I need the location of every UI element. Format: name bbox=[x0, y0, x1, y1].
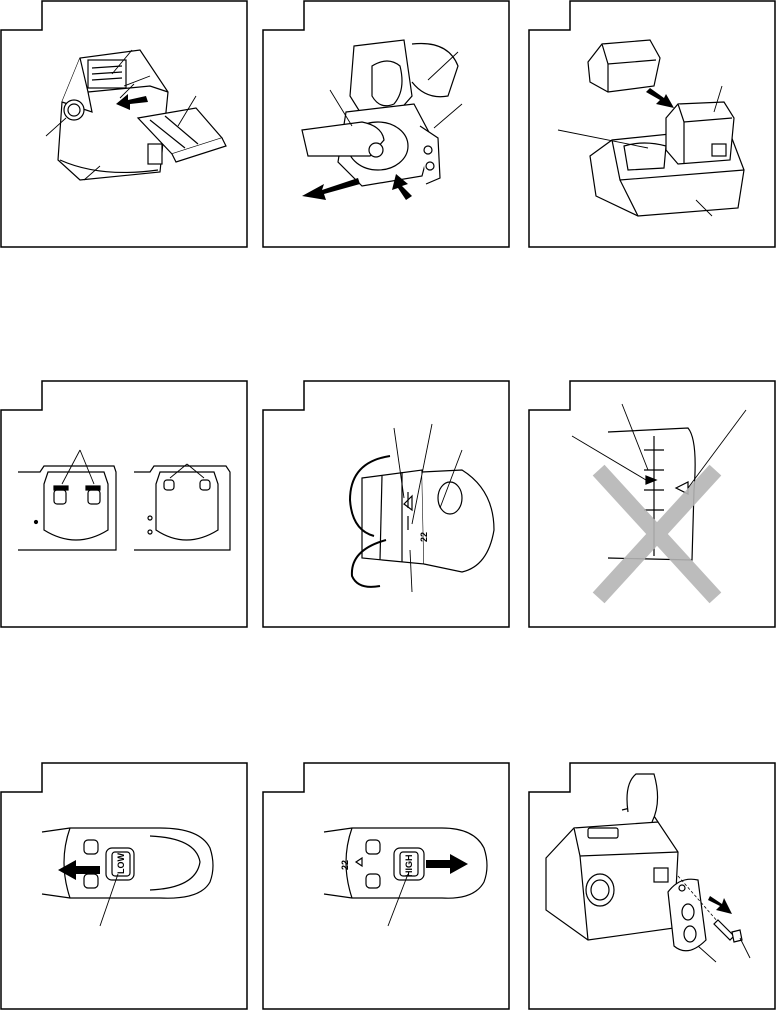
figure-4-panel bbox=[0, 380, 250, 630]
figure-5-panel: 22 bbox=[262, 380, 512, 630]
screw-icon bbox=[714, 920, 742, 942]
remove-screw-arrow bbox=[708, 896, 732, 914]
figure-1-panel bbox=[0, 0, 250, 250]
top-view-left bbox=[18, 466, 116, 550]
switch-label-low: LOW bbox=[116, 853, 126, 874]
figure-6-panel bbox=[528, 380, 778, 630]
tool-side-view bbox=[362, 470, 494, 572]
figure-8-panel: 22 HIGH bbox=[262, 762, 512, 1012]
charging-battery-drawing bbox=[666, 102, 734, 164]
dial-number: 22 bbox=[419, 532, 429, 542]
figure-2-panel bbox=[262, 0, 512, 250]
hook-drawing bbox=[668, 879, 706, 951]
insert-arrow bbox=[646, 88, 674, 108]
loose-battery-drawing bbox=[588, 40, 660, 92]
callout-lines bbox=[698, 938, 750, 962]
switch-label-high: HIGH bbox=[404, 855, 414, 878]
figure-9-panel bbox=[528, 762, 778, 1012]
tool-top-view bbox=[42, 828, 213, 898]
figure-3-panel bbox=[528, 0, 778, 250]
pull-out-arrow bbox=[302, 178, 360, 200]
battery-pack-drawing bbox=[58, 50, 168, 180]
dial-number: 22 bbox=[340, 860, 350, 870]
figure-7-panel: LOW bbox=[0, 762, 250, 1012]
tool-base-drawing bbox=[546, 774, 678, 940]
top-view-right bbox=[134, 466, 230, 550]
